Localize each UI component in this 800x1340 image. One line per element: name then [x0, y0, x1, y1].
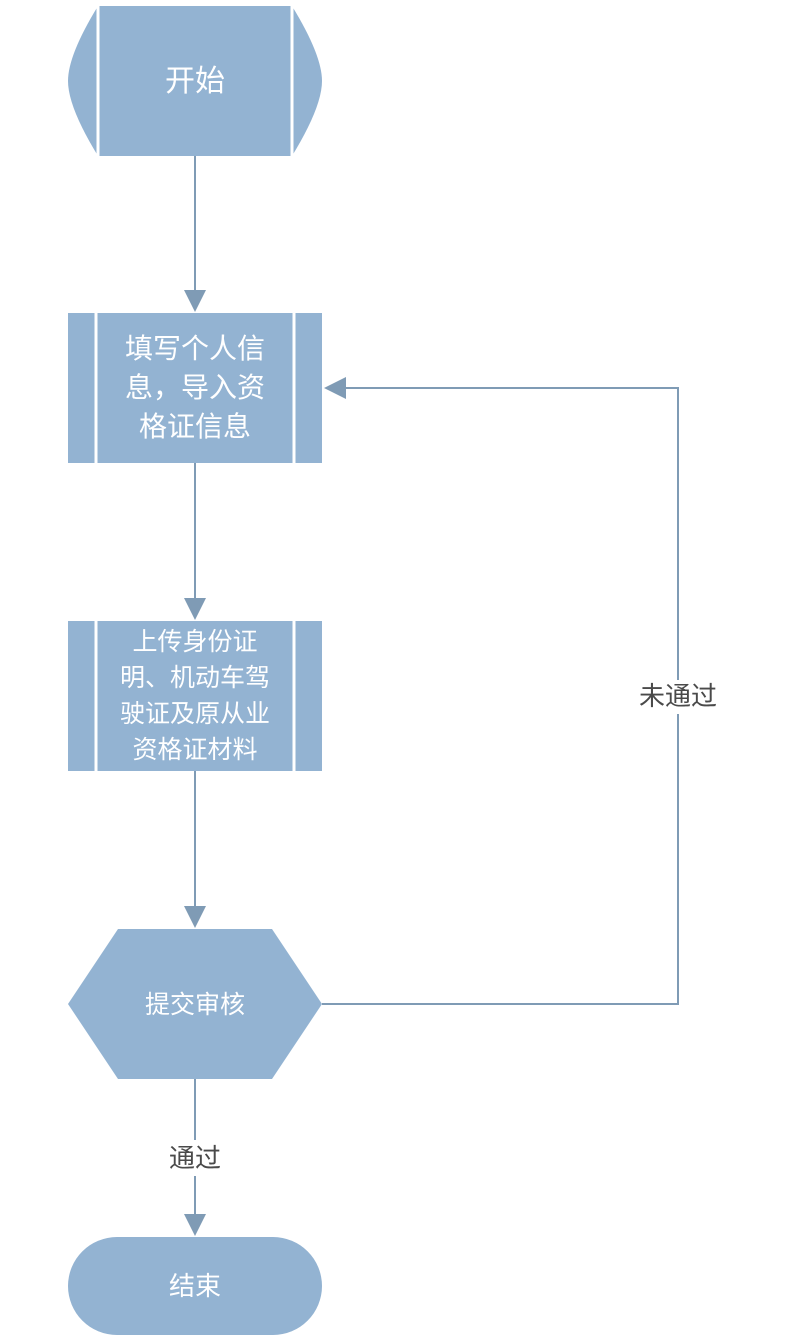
edge-review-fail-loop — [322, 714, 679, 1005]
fill-info-node: 填写个人信 息，导入资 格证信息 — [68, 313, 322, 463]
end-label: 结束 — [169, 1272, 221, 1302]
review-node: 提交审核 — [68, 929, 322, 1079]
arrowhead-fail-loop — [324, 377, 346, 399]
end-node: 结束 — [68, 1237, 322, 1335]
fill-info-shape — [68, 313, 322, 463]
arrowhead-upload — [184, 598, 206, 620]
review-shape — [68, 929, 322, 1079]
edge-review-fail-loop-upper — [345, 387, 679, 680]
edge-label-fail: 未通过 — [639, 682, 717, 712]
end-shape — [68, 1237, 322, 1335]
upload-line-3: 驶证及原从业 — [120, 699, 270, 728]
upload-line-1: 上传身份证 — [132, 627, 257, 656]
edges — [194, 156, 679, 1216]
arrowhead-review — [184, 906, 206, 928]
arrowhead-end — [184, 1214, 206, 1236]
start-node: 开始 — [68, 6, 322, 156]
fill-info-line-2: 息，导入资 — [125, 371, 265, 404]
upload-line-2: 明、机动车驾 — [120, 663, 270, 692]
start-shape — [68, 6, 322, 156]
upload-line-4: 资格证材料 — [132, 735, 257, 764]
upload-shape — [68, 621, 322, 771]
upload-node: 上传身份证 明、机动车驾 驶证及原从业 资格证材料 — [68, 621, 322, 771]
arrowheads — [184, 290, 346, 1236]
start-label: 开始 — [165, 64, 225, 99]
arrowhead-fill-info — [184, 290, 206, 312]
edge-label-pass: 通过 — [169, 1144, 221, 1174]
fill-info-line-3: 格证信息 — [139, 410, 251, 443]
review-label: 提交审核 — [145, 990, 245, 1019]
fill-info-line-1: 填写个人信 — [125, 332, 265, 365]
